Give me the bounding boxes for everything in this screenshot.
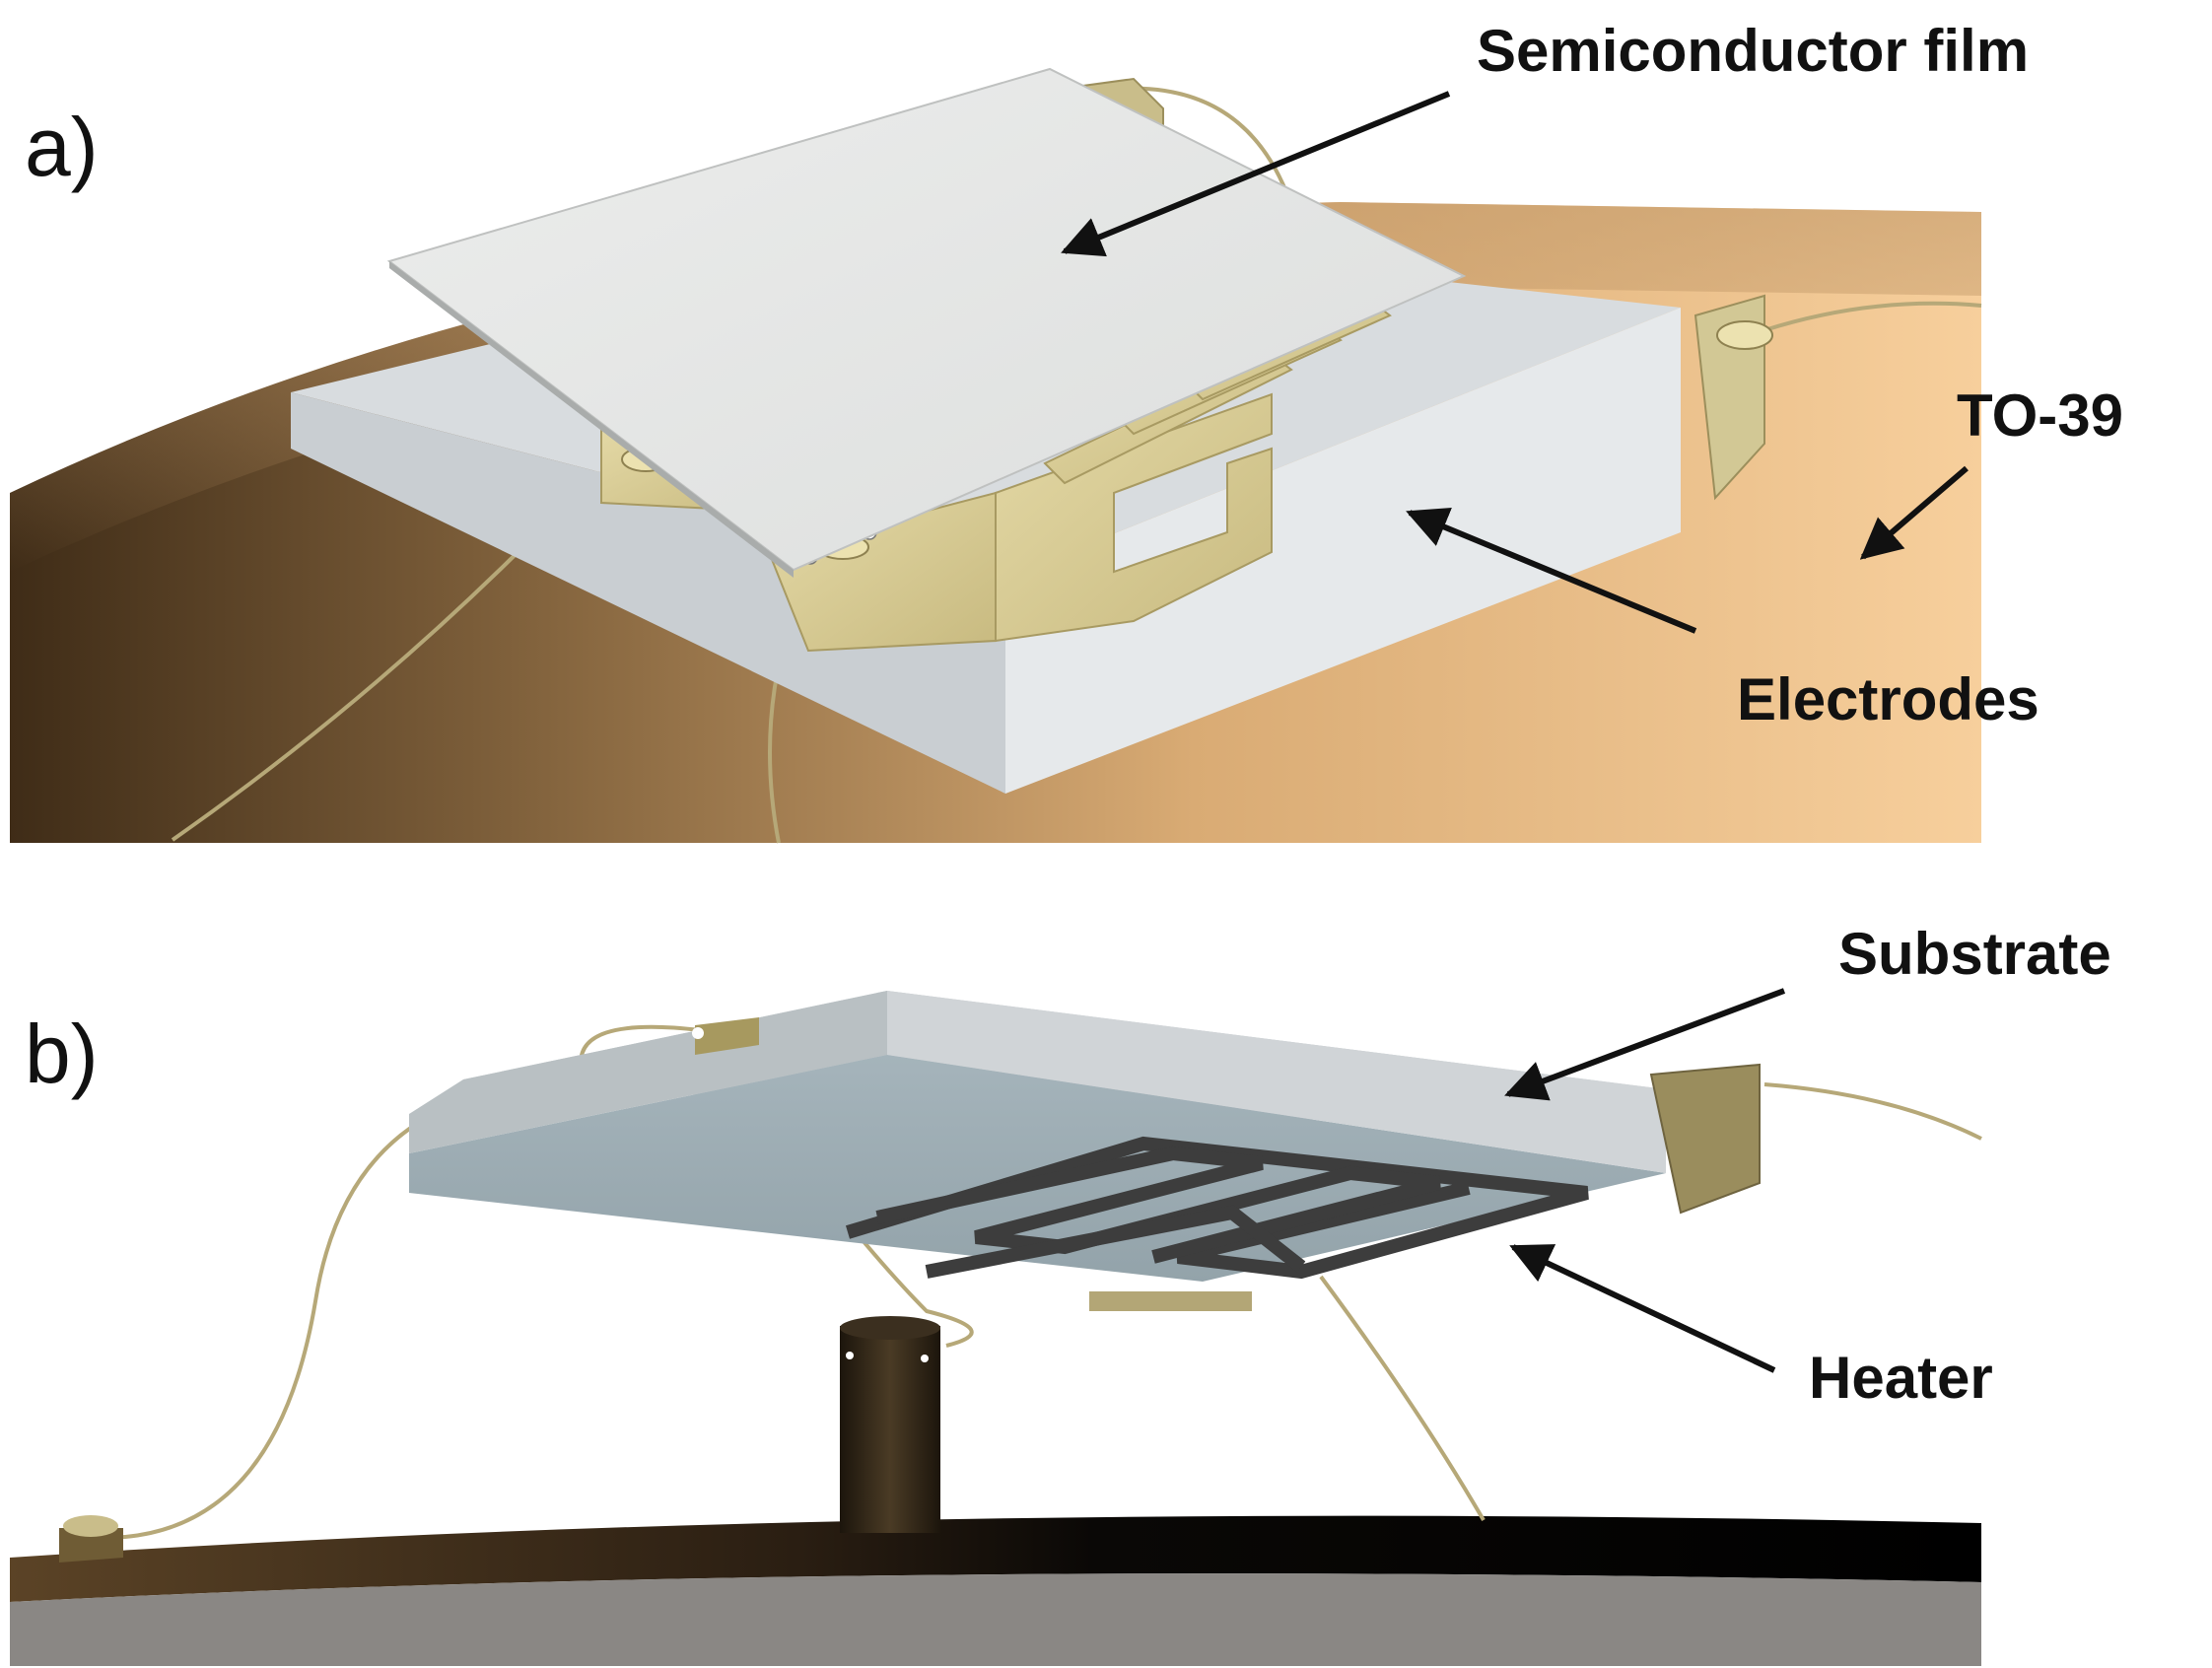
substrate-a-right (1005, 308, 1681, 794)
heater-meander (845, 1136, 1589, 1280)
arrow-substrate (1504, 988, 1786, 1101)
panel-label-a: a) (25, 101, 99, 193)
semiconductor-film-edge (389, 261, 794, 578)
electrode-frame (995, 392, 1273, 643)
panel-a (10, 67, 1982, 844)
panel-label-b: b) (25, 1008, 99, 1100)
label-to39: TO-39 (1957, 382, 2123, 449)
base-plate-b-side (10, 1573, 1981, 1666)
arrow-to39 (1859, 465, 1969, 560)
substrate-b-side (887, 991, 1666, 1173)
base-plate-b (10, 1515, 1981, 1602)
bond-blocks-b (59, 1017, 1761, 1563)
annotation-arrows (1061, 91, 1969, 1373)
arrow-electrodes (1406, 508, 1697, 634)
arrow-heater (1509, 1244, 1776, 1373)
label-semiconductor-film: Semiconductor film (1477, 18, 2029, 84)
label-heater: Heater (1809, 1345, 1993, 1411)
label-substrate: Substrate (1838, 921, 2111, 987)
arrow-semiconductor-film (1061, 91, 1451, 257)
substrate-a-front (291, 392, 1005, 794)
panel-b (10, 991, 1982, 1666)
substrate-b-front (409, 991, 887, 1153)
label-electrodes: Electrodes (1737, 666, 2039, 732)
